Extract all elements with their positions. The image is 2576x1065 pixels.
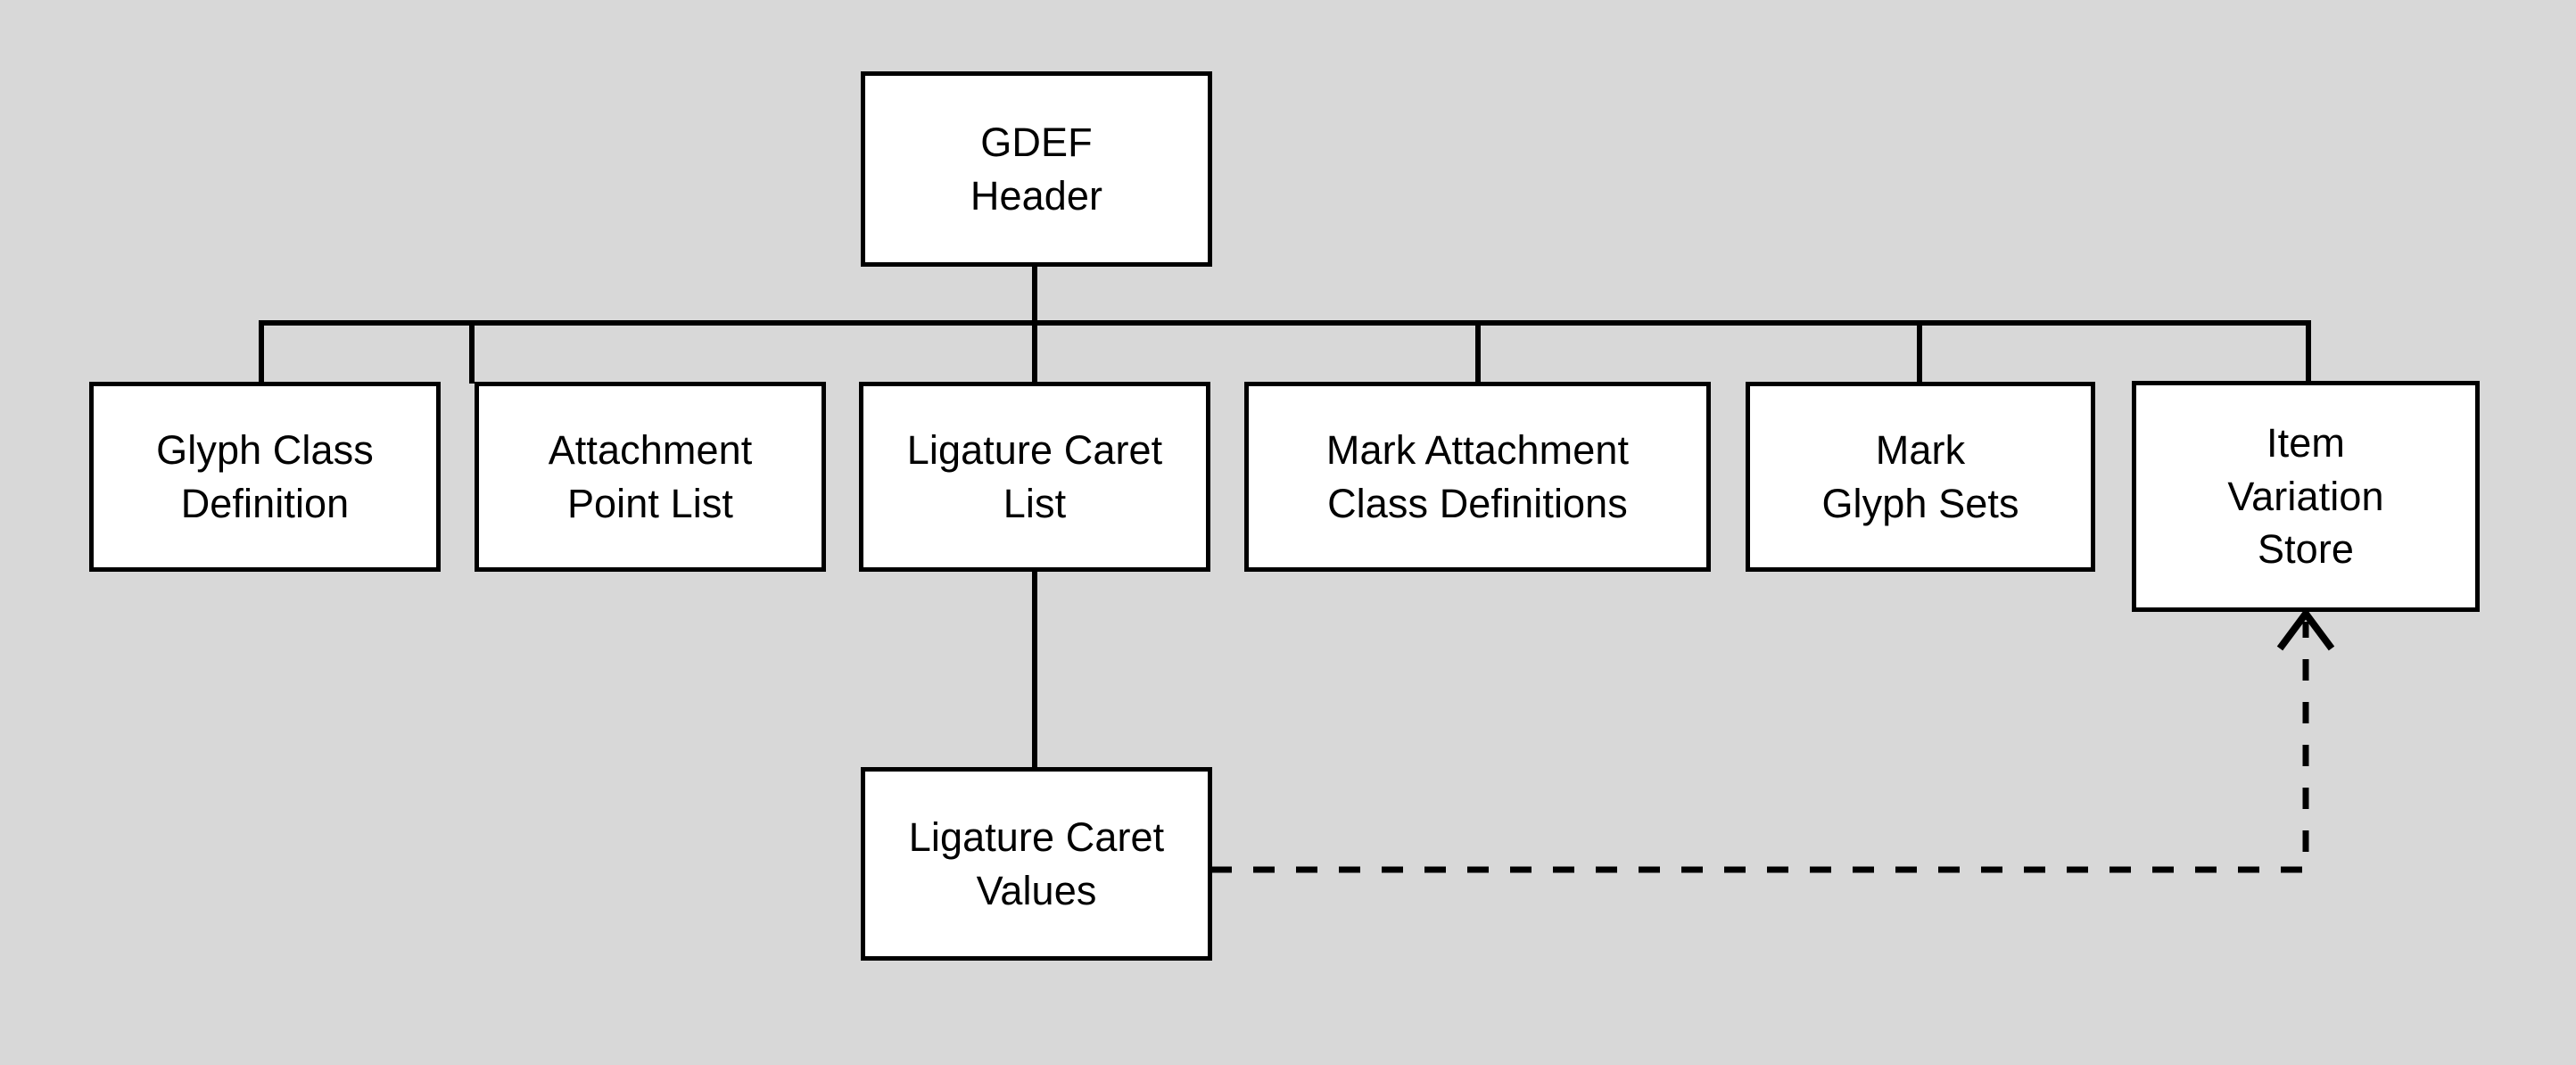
node-mark-glyph-sets-label: Mark Glyph Sets [1821, 427, 2019, 526]
node-ligature-caret-list[interactable]: Ligature Caret List [859, 382, 1210, 572]
node-mark-attachment-class-definitions-label: Mark Attachment Class Definitions [1325, 427, 1630, 526]
node-ligature-caret-values-label: Ligature Caret Values [908, 814, 1165, 913]
node-item-variation-store-label: Item Variation Store [2227, 420, 2384, 573]
node-glyph-class-definition[interactable]: Glyph Class Definition [89, 382, 441, 572]
arrowhead-icon [2276, 607, 2335, 651]
node-mark-glyph-sets[interactable]: Mark Glyph Sets [1746, 382, 2095, 572]
node-gdef-header[interactable]: GDEF Header [861, 71, 1212, 267]
node-gdef-header-label: GDEF Header [970, 120, 1103, 219]
node-item-variation-store[interactable]: Item Variation Store [2132, 381, 2480, 612]
node-mark-attachment-class-definitions[interactable]: Mark Attachment Class Definitions [1244, 382, 1711, 572]
node-ligature-caret-values[interactable]: Ligature Caret Values [861, 767, 1212, 961]
node-attachment-point-list-label: Attachment Point List [548, 427, 753, 526]
connector-dashed-values-to-item-variation-store [1210, 622, 2309, 873]
node-ligature-caret-list-label: Ligature Caret List [906, 427, 1163, 526]
node-attachment-point-list[interactable]: Attachment Point List [475, 382, 826, 572]
node-glyph-class-definition-label: Glyph Class Definition [156, 427, 374, 526]
